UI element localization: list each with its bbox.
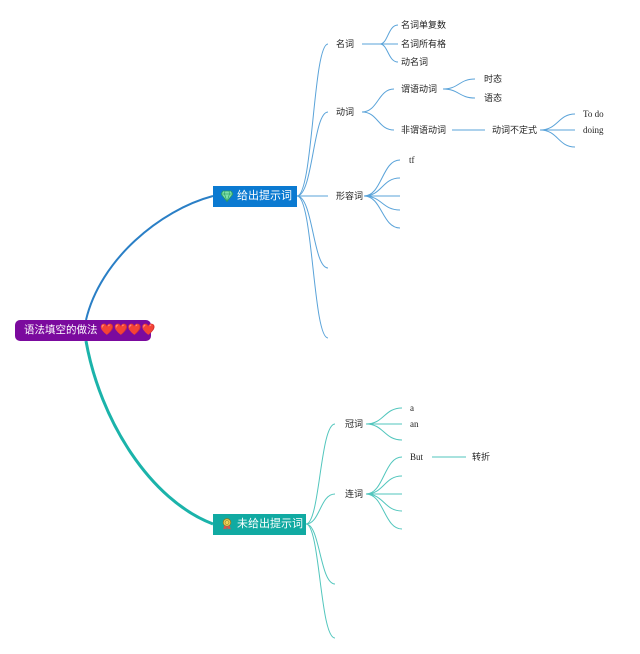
topic-article-an[interactable]: an [410,419,419,429]
topic-noun-possessive[interactable]: 名词所有格 [401,39,447,49]
branch-not-given-node[interactable]: 未给出提示词 [213,514,306,535]
topic-contrast[interactable]: 转折 [472,452,491,462]
award-icon [222,518,232,530]
topic-conjunction[interactable]: 连词 [345,489,364,499]
branch-given-node[interactable]: 给出提示词 [213,186,297,207]
topic-article[interactable]: 冠词 [345,419,364,429]
branch-not-given-title: 未给出提示词 [237,518,303,530]
topic-but[interactable]: But [410,452,424,462]
topic-nonfinite-verb[interactable]: 非谓语动词 [401,125,447,135]
topic-noun[interactable]: 名词 [336,39,355,49]
topic-verb[interactable]: 动词 [336,107,355,117]
given-branch-links [296,24,576,339]
topic-article-a[interactable]: a [410,403,414,413]
root-to-not-given-link [84,340,214,526]
not-given-branch-links [305,407,466,639]
topic-voice[interactable]: 语态 [484,93,503,103]
topic-adjective[interactable]: 形容词 [336,191,364,201]
root-title: 语法填空的做法 [24,324,98,336]
topic-noun-plural[interactable]: 名词单复数 [401,20,447,30]
root-node[interactable]: 语法填空的做法 ❤️❤️❤️❤️ [15,320,155,341]
topic-to-do[interactable]: To do [583,109,604,119]
root-to-given-link [85,195,214,321]
topic-gerund[interactable]: 动名词 [401,57,429,67]
topic-finite-verb[interactable]: 谓语动词 [401,84,438,94]
topic-tf[interactable]: tf [409,155,415,165]
topic-infinitive[interactable]: 动词不定式 [492,125,538,135]
topic-tense[interactable]: 时态 [484,74,503,84]
heart-icons: ❤️❤️❤️❤️ [100,324,156,336]
diamond-icon [221,190,233,202]
branch-given-title: 给出提示词 [237,190,292,202]
topic-doing[interactable]: doing [583,125,604,135]
